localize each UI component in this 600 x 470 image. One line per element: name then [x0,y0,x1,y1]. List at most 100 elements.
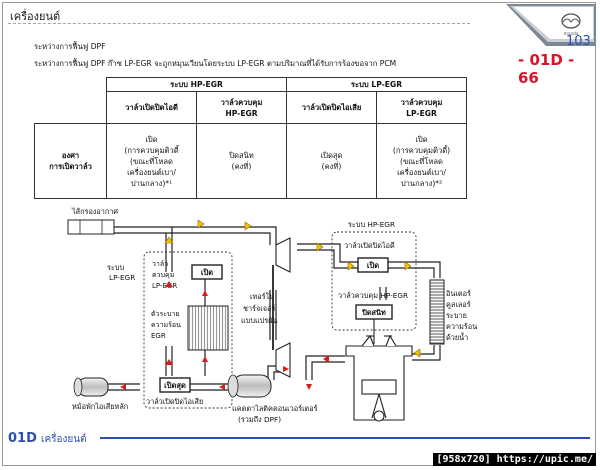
cell-line: ปิดสนิท [229,151,254,160]
label-intercooler-1: อินเตอร์ [445,289,471,298]
page-number: 103 [566,34,591,49]
svg-text:mazda: mazda [563,31,578,37]
footer-title: 01D เครื่องยนต์ [8,431,87,447]
flow-arrows [120,219,421,390]
label-intercooler-4: ความร้อน [446,322,477,331]
table-cell-lp-egr-valve: เปิด (การควบคุมติวดี้) (ขณะที่โหลด เครื่… [376,123,467,199]
page-frame [2,2,596,466]
egr-flow-arrow-icon [202,356,208,362]
label-intercooler-2: คูลเลอร์ [446,300,471,309]
intake-valve-state: เปิด [367,261,379,270]
table-row-label: องศา การเปิดวาล์ว [34,123,107,199]
table-col-lp-egr-valve-line2: LP-EGR [406,108,437,118]
table-col-hp-egr-valve-line1: วาล์วควบคุม [220,97,263,107]
main-muffler-icon [73,377,109,397]
label-muffler: หม้อพักไอเสียหลัก [72,402,128,411]
table-col-hp-egr-valve-line2: HP-EGR [225,108,258,118]
header-title: เครื่องยนต์ [10,10,61,23]
cell-line: เปิดสุด [320,151,343,160]
air-flow-arrow-icon [316,242,324,252]
table-row-label-line1: องศา [61,151,80,160]
intro-heading: ระหว่างการฟื้นฟู DPF [34,42,106,51]
hp-egr-valve-state: ปิดสนิท [361,308,386,317]
footer-text: เครื่องยนต์ [41,434,87,445]
footer-divider [100,437,590,439]
cell-line: (ขณะที่โหลด [130,156,173,166]
air-flow-arrow-icon [404,261,412,271]
label-egr-cooler-1: ตัวระบาย [151,310,179,318]
image-credit: [958x720] https://upic.me/ [433,453,596,466]
exhaust-flow-arrow-icon [323,355,329,363]
table-row-label-line2: การเปิดวาล์ว [49,162,92,171]
label-lp-system-1: ระบบ [107,263,124,272]
lp-egr-valve-box [191,264,223,280]
exhaust-flow-arrow-icon [219,384,225,390]
air-flow-arrow-icon [413,348,421,358]
label-turbo-3: แบบแปรผัน [241,316,277,325]
egr-flow-arrow-icon [165,359,173,365]
table-cell-hp-egr-valve: ปิดสนิท (คงที่) [196,123,287,199]
exhaust-valve-box [159,377,191,393]
air-filter-icon [67,219,115,235]
mixed-flow-arrow-icon [164,236,174,244]
header-divider [8,23,470,24]
exhaust-flow-arrow-icon [306,384,312,390]
label-intercooler-3: ระบาย [446,311,467,320]
lp-egr-valve-state: เปิด [201,268,213,277]
page-code: - 01D - 66 [518,51,575,87]
intercooler-icon [429,279,445,345]
label-intake-valve: วาล์วเปิดปิดไอดี [344,241,395,250]
pipe-network [108,226,441,391]
cell-line: (คงที่) [321,162,342,171]
label-intercooler-5: ด้วยน้ำ [446,332,468,342]
lp-egr-boundary [143,251,233,409]
cell-line: (การควบคุมติวดี้ [124,145,179,155]
table-col-lp-egr-valve-line1: วาล์วควบคุม [400,97,443,107]
air-flow-arrow-icon [347,261,355,271]
exhaust-flow-arrow-icon [120,384,126,390]
label-turbo-1: เทอร์โบ [250,292,275,301]
label-lp-valve-3: LP-EGR [152,282,177,290]
label-catalyst-1: แคตตาไลติคคอนเวอร์เตอร์ [232,404,318,413]
egr-cooler-icon [187,305,229,351]
label-air-filter: ไส้กรองอากาศ [71,207,118,216]
cell-line: (คงที่) [231,162,252,171]
mazda-logo-badge: mazda [498,4,596,54]
cell-line: (การควบคุมติวดี้) [392,145,451,155]
intro-text: ระหว่างการฟื้นฟู DPF ก๊าซ LP-EGR จะถูกหม… [34,59,397,68]
air-flow-arrow-icon [197,219,205,229]
label-egr-cooler-3: EGR [151,332,166,340]
cell-line: ปานกลาง)*² [400,178,443,188]
label-hp-valve: วาล์วควบคุม HP-EGR [338,291,408,300]
egr-flow-arrow-icon [165,281,173,287]
label-hp-system: ระบบ HP-EGR [348,220,395,229]
label-lp-valve-1: วาล์ว [152,260,168,268]
cell-line: เครื่องยนต์เบา/ [127,167,176,177]
table-col-exhaust-valve: วาล์วเปิดปิดไอเสีย [286,91,377,124]
label-catalyst-2: (รวมถึง DPF) [238,415,281,424]
label-turbo-2: ชาร์จเจอร์ [243,304,275,313]
cell-line: (ขณะที่โหลด [400,156,443,166]
label-lp-valve-2: ควบคุม [152,271,174,279]
cell-line: เปิด [415,134,428,144]
cell-line: ปานกลาง)*¹ [130,178,173,188]
cell-line: เปิด [145,134,158,144]
exhaust-valve-state: เปิดสุด [164,381,186,390]
footer-code: 01D [8,431,37,446]
valve-opening-table: ระบบ HP-EGR ระบบ LP-EGR วาล์วเปิดปิดไอดี… [34,77,467,199]
table-cell-exhaust-valve: เปิดสุด (คงที่) [286,123,377,199]
hp-egr-boundary [331,231,417,331]
table-col-lp-egr-valve: วาล์วควบคุม LP-EGR [376,91,467,124]
catalytic-converter-icon [227,374,272,398]
engine-cylinder-icon [345,334,413,422]
egr-flow-arrow-icon [202,290,208,296]
label-exhaust-valve: วาล์วเปิดปิดไอเสีย [146,397,203,406]
exhaust-flow-arrow-icon [283,366,289,372]
intake-valve-box [357,257,389,273]
air-flow-arrow-icon [244,221,252,231]
label-egr-cooler-2: ความร้อน [151,321,181,329]
label-lp-system-2: LP-EGR [109,273,135,282]
cell-line: เครื่องยนต์เบา/ [397,167,446,177]
mazda-logo-icon [561,13,581,29]
